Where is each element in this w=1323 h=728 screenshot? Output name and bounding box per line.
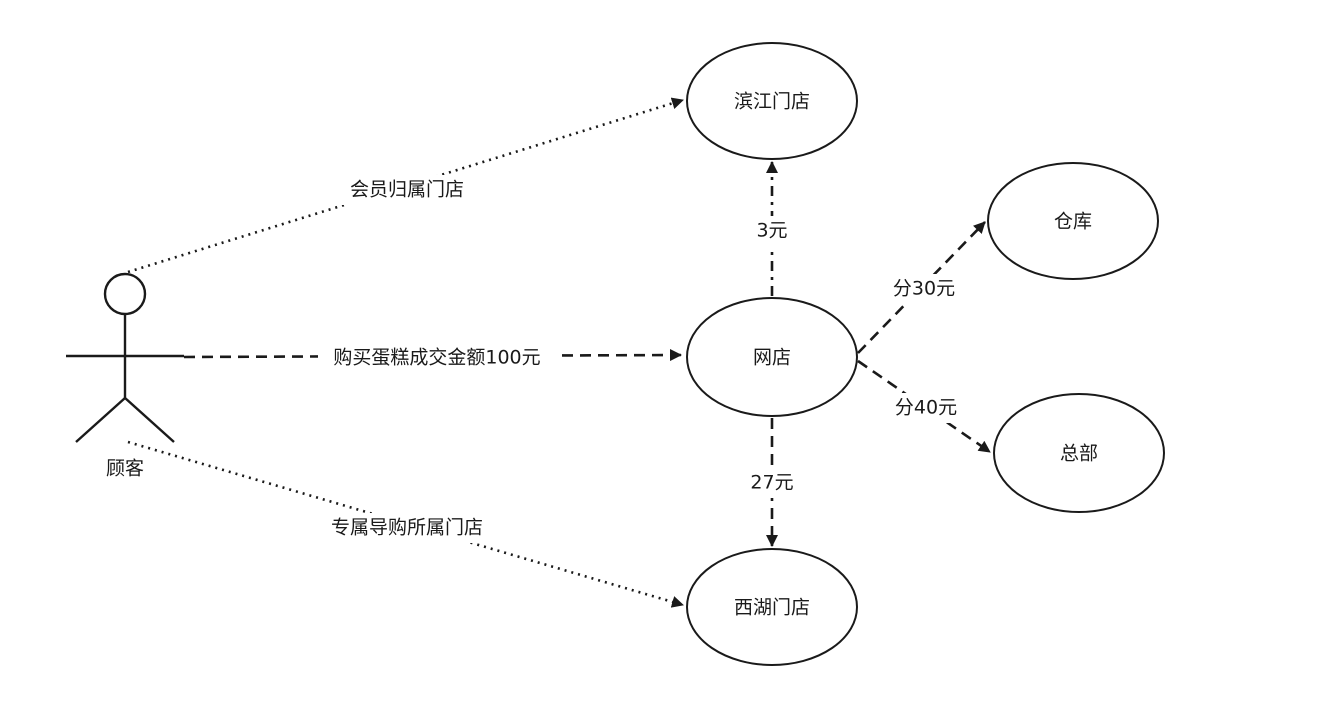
edge-label-purchase: 购买蛋糕成交金额100元 <box>333 347 540 369</box>
node-online-store-label: 网店 <box>753 347 791 369</box>
edge-label-to-hq: 分40元 <box>895 397 957 419</box>
edge-member-store <box>127 97 684 274</box>
node-binjiang[interactable]: 滨江门店 <box>686 42 858 160</box>
node-xihu-label: 西湖门店 <box>734 597 810 619</box>
edge-label-member-store: 会员归属门店 <box>350 179 464 201</box>
actor-head <box>103 272 147 316</box>
node-headquarters[interactable]: 总部 <box>993 393 1165 513</box>
actor-right-leg <box>124 397 175 443</box>
node-binjiang-label: 滨江门店 <box>734 91 810 113</box>
edge-purchase <box>183 349 682 362</box>
node-warehouse-label: 仓库 <box>1054 211 1092 233</box>
node-headquarters-label: 总部 <box>1060 443 1098 465</box>
edge-label-to-warehouse: 分30元 <box>893 278 955 300</box>
edge-label-to-xihu: 27元 <box>750 472 793 494</box>
edge-label-bg <box>748 216 796 246</box>
actor-left-leg <box>75 397 126 443</box>
edge-label-bg <box>887 393 965 423</box>
edge-label-to-binjiang: 3元 <box>756 220 787 242</box>
actor-label: 顾客 <box>106 458 144 480</box>
node-online-store[interactable]: 网店 <box>686 297 858 417</box>
node-xihu[interactable]: 西湖门店 <box>686 548 858 666</box>
edge-label-bg <box>337 175 477 205</box>
edge-label-bg <box>318 343 556 373</box>
edge-label-bg <box>885 274 963 304</box>
actor-customer[interactable]: 顾客 <box>66 272 184 480</box>
edge-label-bg <box>743 468 801 498</box>
edge-label-bg <box>313 513 501 543</box>
edge-label-guide-store: 专属导购所属门店 <box>331 517 483 539</box>
node-warehouse[interactable]: 仓库 <box>987 162 1159 280</box>
